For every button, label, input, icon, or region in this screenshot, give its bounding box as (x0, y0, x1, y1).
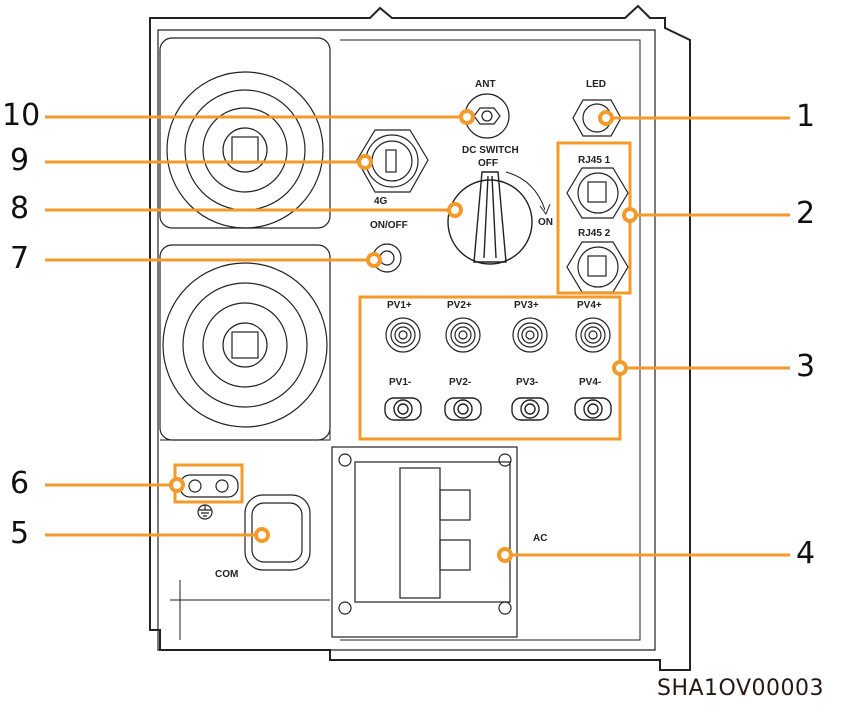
pv-connectors: PV1+ PV2+ PV3+ PV4+ PV1- PV2- PV3- PV4- (384, 300, 612, 421)
pv-plus-connector (575, 317, 611, 353)
pv-minus-label: PV2- (449, 377, 471, 388)
rj45-2-port (566, 241, 629, 293)
dc-switch-off-label: OFF (478, 158, 498, 169)
callout-number-9: 9 (10, 143, 30, 178)
callout-number-2: 2 (796, 196, 816, 231)
callout-number-5: 5 (10, 516, 30, 551)
rj45-1-label: RJ45 1 (578, 155, 611, 166)
dc-switch-on-label: ON (538, 217, 553, 228)
pv-minus-label: PV1- (389, 377, 411, 388)
callout-dot (622, 207, 638, 223)
figure-code: SHA1OV00003 (657, 676, 825, 701)
ground-point (179, 474, 239, 520)
dc-switch (447, 171, 551, 265)
pv-minus-connector (444, 397, 482, 421)
fan-upper (159, 37, 331, 229)
callout-dot (497, 547, 513, 563)
callout-number-1: 1 (796, 99, 816, 134)
callout-number-6: 6 (10, 466, 30, 501)
callout-dot (366, 252, 382, 268)
led-label: LED (586, 79, 606, 90)
callout-dot (598, 110, 614, 126)
pv-minus-connector (384, 397, 422, 421)
fan-lower (159, 244, 331, 441)
callout-number-7: 7 (10, 241, 30, 276)
pv-plus-label: PV2+ (447, 300, 472, 311)
callout-dot (254, 527, 270, 543)
callout-number-8: 8 (10, 191, 30, 226)
pv-plus-connector (445, 317, 481, 353)
callout-number-3: 3 (796, 349, 816, 384)
ant-label: ANT (475, 79, 496, 90)
4g-label: 4G (374, 196, 388, 207)
callout-number-4: 4 (796, 536, 816, 571)
rj45-2-label: RJ45 2 (578, 228, 611, 239)
pv-plus-label: PV4+ (577, 300, 602, 311)
on-off-label: ON/OFF (370, 220, 408, 231)
ac-label: AC (533, 533, 547, 544)
pv-plus-label: PV3+ (514, 300, 539, 311)
callout-dot (447, 202, 463, 218)
callout-leaders (45, 109, 790, 563)
callout-dot (612, 360, 628, 376)
pv-minus-label: PV4- (579, 377, 601, 388)
pv-plus-label: PV1+ (387, 300, 412, 311)
pv-plus-connector (385, 317, 421, 353)
pv-minus-label: PV3- (516, 377, 538, 388)
pv-minus-connector (511, 397, 549, 421)
callout-number-10: 10 (2, 98, 41, 133)
com-connector (244, 494, 311, 571)
ac-terminal (331, 446, 518, 638)
pv-plus-connector (512, 317, 548, 353)
callout-dot (169, 477, 185, 493)
dc-switch-label: DC SWITCH (462, 145, 519, 156)
callout-dot (357, 154, 373, 170)
callout-dot (459, 109, 475, 125)
inverter-enclosure (149, 4, 691, 671)
com-label: COM (215, 569, 238, 580)
pv-minus-connector (574, 397, 612, 421)
rj45-1-port (566, 167, 629, 219)
